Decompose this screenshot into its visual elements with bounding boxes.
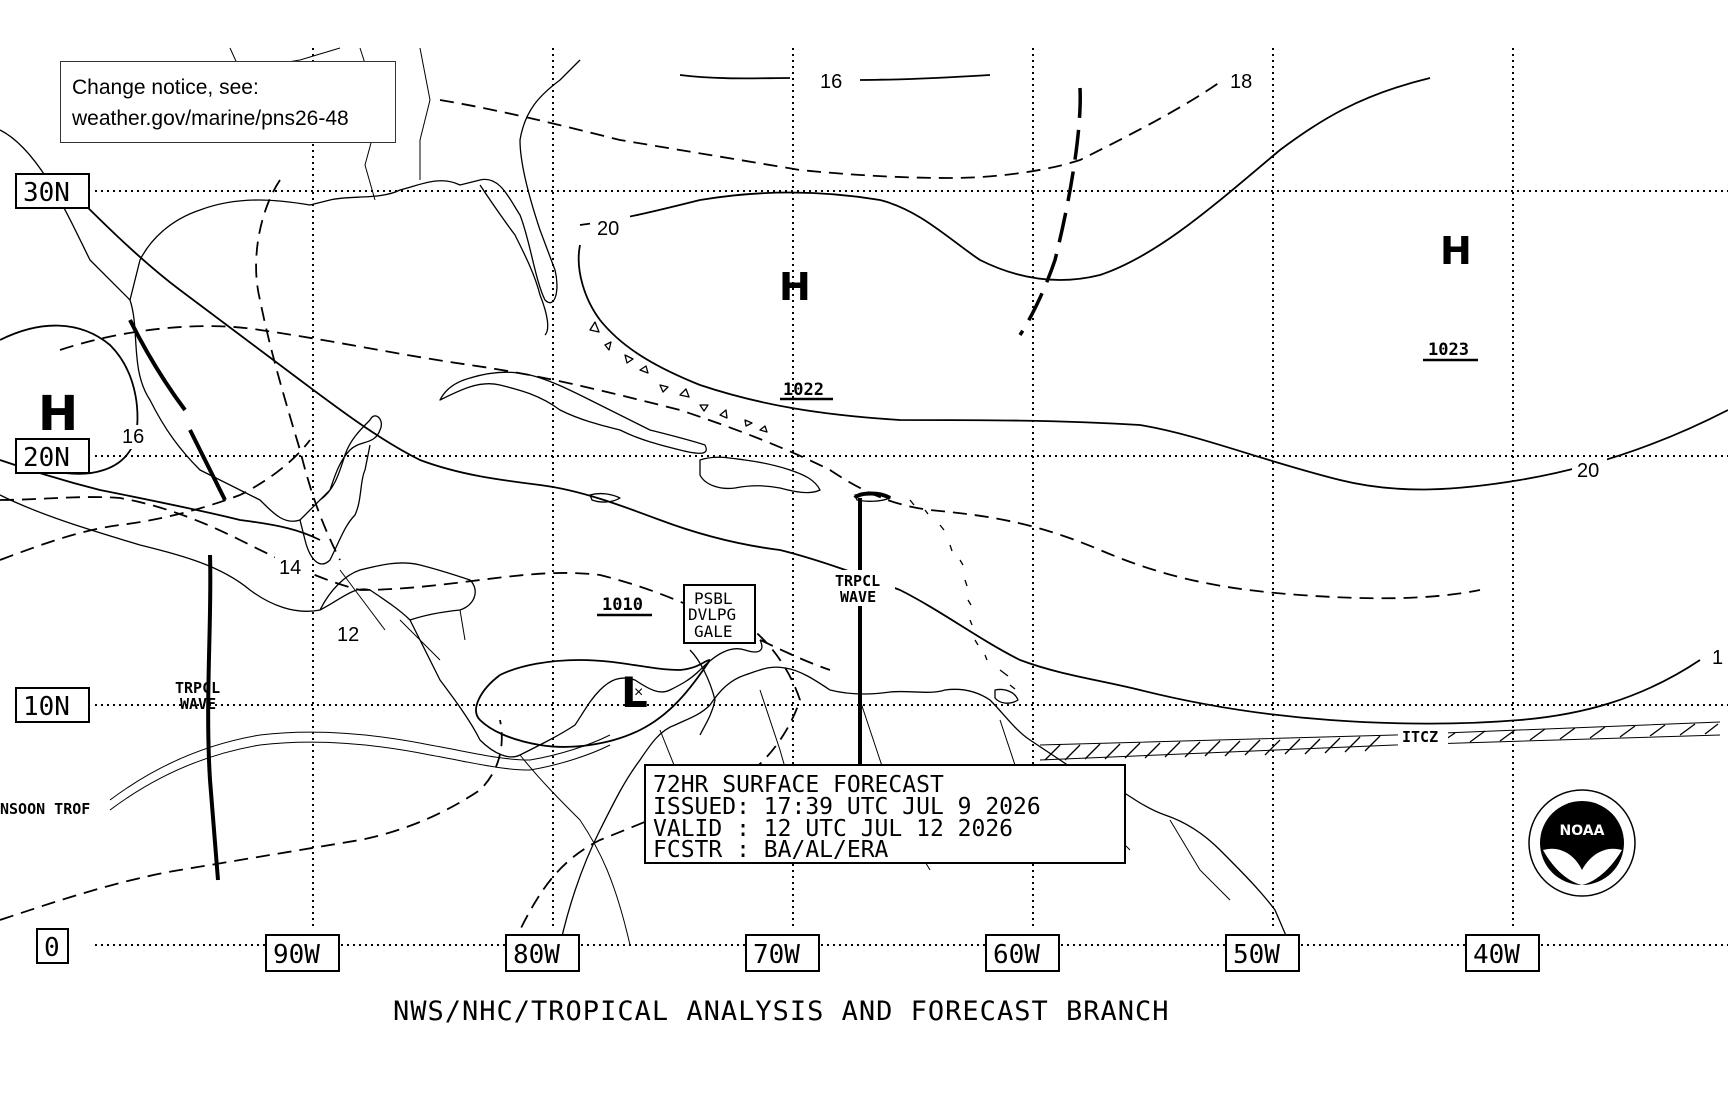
pressure-centers: H H 1022 H 1023 L × 1010 <box>38 229 1478 717</box>
gale-text: DVLPG <box>688 605 736 624</box>
monsoon-trough <box>109 731 611 811</box>
monsoon-trough-label: NSOON TROF <box>0 800 90 818</box>
isobar-label: 16 <box>122 426 144 448</box>
lat-label: 10N <box>23 692 70 722</box>
high-pressure-center: H <box>1440 229 1472 273</box>
tropical-wave-label: WAVE <box>180 695 216 713</box>
footer-credit: NWS/NHC/TROPICAL ANALYSIS AND FORECAST B… <box>393 996 1170 1027</box>
isobar-label: 20 <box>597 218 619 240</box>
forecast-forecaster: FCSTR : BA/AL/ERA <box>653 837 889 863</box>
isobar-label: 12 <box>337 624 359 646</box>
lon-label: 40W <box>1473 940 1520 970</box>
change-notice-link[interactable]: weather.gov/marine/pns26-48 <box>72 107 349 130</box>
lon-label: 60W <box>993 940 1040 970</box>
lat-label: 30N <box>23 178 70 208</box>
gale-text: PSBL <box>694 589 733 608</box>
low-center-marker: × <box>634 684 643 701</box>
forecast-title: 72HR SURFACE FORECAST <box>653 772 944 798</box>
tropical-waves <box>128 87 1082 881</box>
lat-lon-grid <box>95 48 1728 946</box>
feature-labels: PSBL DVLPG GALE TRPCL WAVE TRPCL WAVE IT… <box>0 570 1448 818</box>
lon-label: 70W <box>753 940 800 970</box>
isobar-label: 1 <box>1712 647 1723 669</box>
isobar-label: 18 <box>1230 71 1252 93</box>
isobar-labels: 16 18 20 20 16 14 12 1 <box>118 68 1723 669</box>
tropical-wave-label: TRPCL <box>175 679 220 697</box>
itcz-label: ITCZ <box>1402 728 1438 746</box>
change-notice: Change notice, see: weather.gov/marine/p… <box>60 61 396 143</box>
gale-text: GALE <box>694 622 733 641</box>
high-pressure-center: H <box>779 265 811 309</box>
latitude-labels: 30N 20N 10N 0 <box>15 173 90 964</box>
forecast-valid: VALID : 12 UTC JUL 12 2026 <box>653 816 1013 842</box>
lat-label: 0 <box>44 933 60 963</box>
itcz-band <box>1039 721 1721 761</box>
noaa-logo-text: NOAA <box>1560 823 1605 839</box>
lon-label: 90W <box>273 940 320 970</box>
isobar-label: 20 <box>1577 460 1599 482</box>
coastlines <box>0 59 1291 946</box>
pressure-value: 1010 <box>602 595 643 615</box>
isobar-label: 14 <box>279 557 301 579</box>
high-pressure-center: H <box>38 386 78 442</box>
lon-label: 80W <box>513 940 560 970</box>
longitude-labels: 90W 80W 70W 60W 50W 40W <box>265 934 1540 972</box>
change-notice-line: Change notice, see: <box>72 76 259 99</box>
tropical-wave-label: TRPCL <box>835 572 880 590</box>
lon-label: 50W <box>1233 940 1280 970</box>
forecast-info-box: 72HR SURFACE FORECAST ISSUED: 17:39 UTC … <box>644 764 1126 864</box>
tropical-wave-label: WAVE <box>840 588 876 606</box>
low-pressure-center: L <box>621 668 648 717</box>
lat-label: 20N <box>23 443 70 473</box>
noaa-logo: NOAA <box>1528 789 1636 897</box>
forecast-issued: ISSUED: 17:39 UTC JUL 9 2026 <box>653 794 1041 820</box>
isobar-label: 16 <box>820 71 842 93</box>
pressure-value: 1023 <box>1428 340 1469 360</box>
gale-box <box>683 584 756 644</box>
pressure-value: 1022 <box>783 380 824 400</box>
